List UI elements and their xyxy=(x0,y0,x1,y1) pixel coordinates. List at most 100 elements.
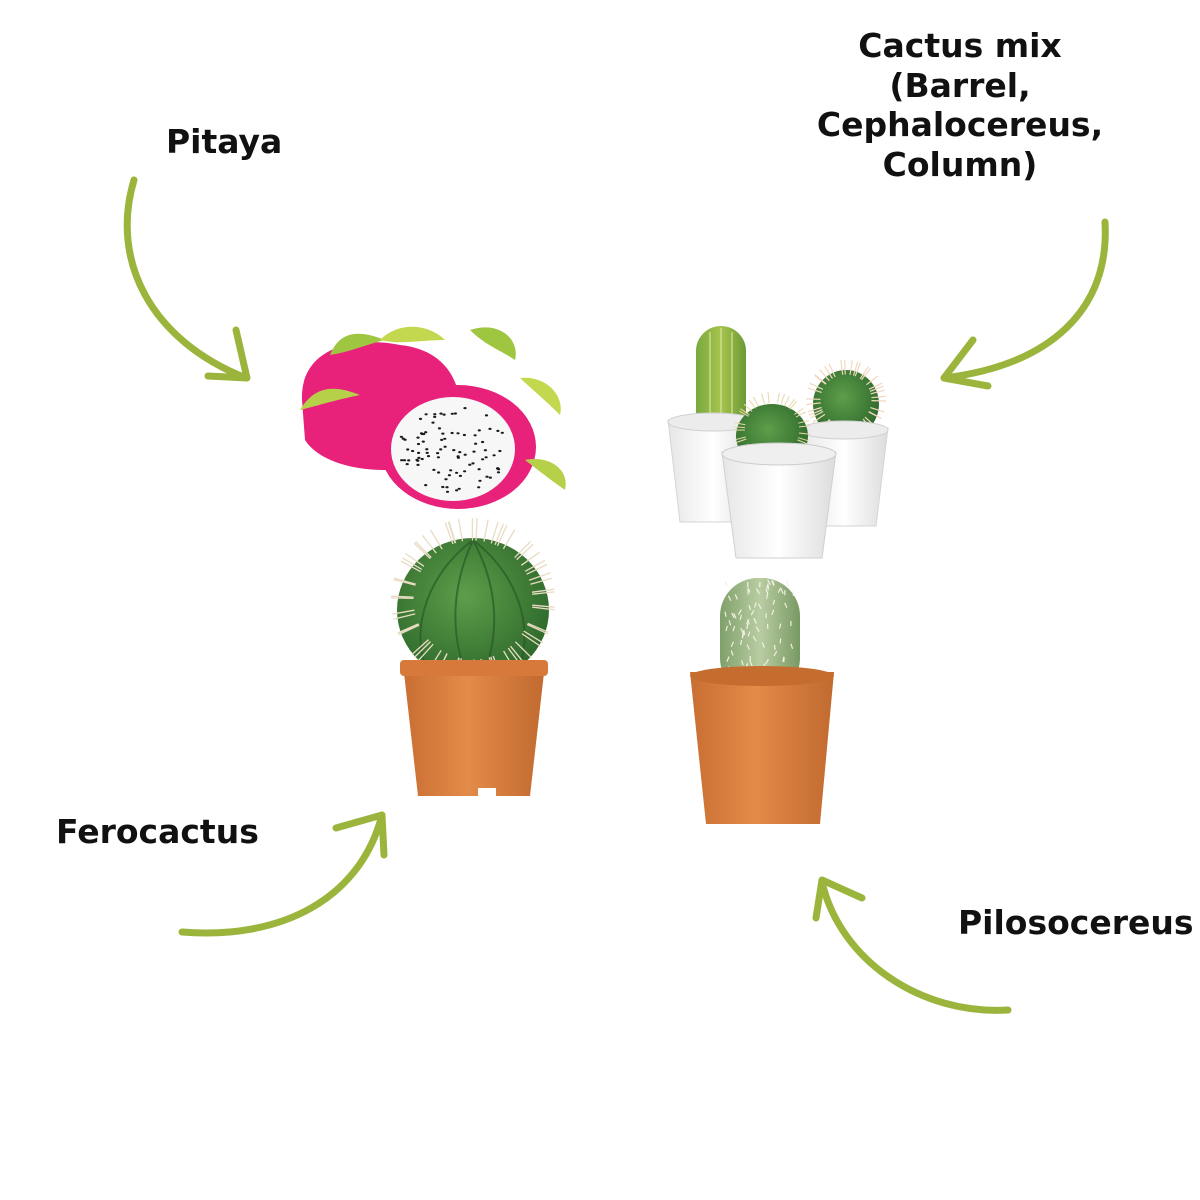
spine xyxy=(809,382,824,390)
hair xyxy=(771,609,775,616)
curved-arrow-icon xyxy=(123,176,251,382)
spine xyxy=(516,543,534,561)
hair xyxy=(725,625,728,632)
seed xyxy=(488,476,492,479)
seed xyxy=(463,453,467,456)
seed xyxy=(406,448,410,451)
spine xyxy=(840,360,844,375)
hair xyxy=(739,614,742,621)
hair xyxy=(771,580,775,586)
hair xyxy=(746,623,749,630)
hair xyxy=(747,589,749,595)
seed xyxy=(416,442,421,446)
spine xyxy=(444,522,454,545)
seed xyxy=(418,417,423,420)
seed xyxy=(411,449,415,453)
seed xyxy=(416,463,420,466)
seed xyxy=(449,469,453,472)
curved-arrow-icon xyxy=(812,876,1012,1014)
hair xyxy=(778,623,782,629)
hair xyxy=(773,650,778,657)
hair xyxy=(765,658,769,665)
seed xyxy=(419,432,424,435)
seed xyxy=(453,412,457,415)
seed xyxy=(417,451,421,454)
curved-arrow-icon xyxy=(178,811,388,937)
hair xyxy=(747,631,751,637)
spine xyxy=(496,525,508,547)
seed xyxy=(444,478,448,481)
hair xyxy=(765,589,769,595)
seed xyxy=(443,445,447,448)
hair xyxy=(740,628,744,634)
spine xyxy=(776,392,780,404)
spine xyxy=(391,595,414,598)
spine xyxy=(814,374,827,385)
hair xyxy=(741,660,744,666)
hair xyxy=(777,587,782,593)
seed xyxy=(456,455,460,458)
spine xyxy=(869,385,884,392)
spine xyxy=(743,403,753,412)
seed xyxy=(420,457,424,461)
spine xyxy=(429,529,443,550)
spine xyxy=(798,432,810,435)
seed xyxy=(474,442,478,445)
spine xyxy=(868,382,883,390)
seed xyxy=(463,407,467,410)
hair xyxy=(740,639,743,646)
spine xyxy=(514,541,531,559)
hair xyxy=(746,644,751,650)
spine xyxy=(794,407,804,415)
spine xyxy=(844,359,846,375)
spine xyxy=(417,643,434,662)
seed xyxy=(416,436,420,439)
seed xyxy=(462,433,466,437)
label-pilosocereus: Pilosocereus xyxy=(958,903,1194,942)
spine xyxy=(797,439,808,445)
seed xyxy=(496,429,500,432)
hair xyxy=(728,620,732,626)
spine xyxy=(400,560,422,573)
seed xyxy=(432,468,436,471)
seed xyxy=(431,421,435,424)
seed-pattern xyxy=(399,407,504,493)
seed xyxy=(455,489,459,492)
seed xyxy=(437,471,441,474)
seed xyxy=(441,432,445,435)
hair xyxy=(731,612,735,619)
spine xyxy=(524,559,546,572)
label-ferocactus: Ferocactus xyxy=(56,812,259,851)
seed xyxy=(457,487,461,490)
spine xyxy=(502,529,516,550)
seed xyxy=(477,468,481,471)
hair xyxy=(765,583,769,589)
spine xyxy=(415,541,432,559)
hair xyxy=(779,638,782,644)
spine xyxy=(735,436,746,441)
spine xyxy=(393,613,416,620)
hair xyxy=(755,588,760,595)
hair xyxy=(747,619,750,625)
seed xyxy=(481,458,485,461)
spine xyxy=(397,623,419,634)
hair xyxy=(750,609,755,616)
spine xyxy=(413,641,431,658)
seed xyxy=(463,470,467,473)
hair xyxy=(732,626,736,632)
seed xyxy=(477,486,481,489)
hair xyxy=(790,643,794,649)
spine xyxy=(789,400,798,410)
spine xyxy=(780,393,786,405)
seed xyxy=(473,434,477,437)
spine xyxy=(532,604,555,608)
spine xyxy=(870,389,885,395)
spine xyxy=(787,399,795,409)
spine xyxy=(392,609,415,615)
seed xyxy=(417,456,421,459)
seed xyxy=(484,456,488,459)
seed xyxy=(488,427,492,430)
label-cactus-mix: Cactus mix (Barrel, Cephalocereus, Colum… xyxy=(816,26,1104,184)
spine xyxy=(859,366,869,380)
spine xyxy=(819,369,830,382)
